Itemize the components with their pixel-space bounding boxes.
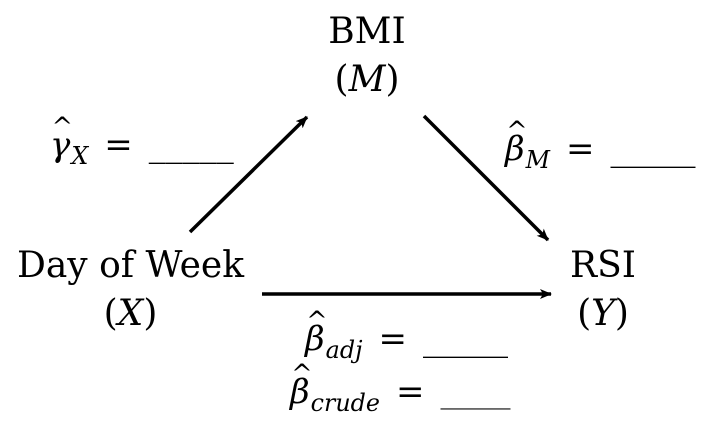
gamma-value-blank: _____: [148, 125, 234, 165]
beta-crude-equals: =: [396, 372, 425, 412]
outcome-symbol: (Y): [577, 293, 629, 334]
beta-adj-estimate: β adj = _____: [305, 319, 508, 362]
outcome-node: RSI (Y): [550, 248, 656, 332]
gamma-subscript: X: [71, 141, 89, 170]
exposure-symbol-letter: X: [117, 293, 144, 334]
beta-m-estimate: β M = _____: [505, 129, 696, 172]
exposure-node: Day of Week (X): [8, 248, 253, 332]
exposure-symbol: (X): [103, 293, 158, 334]
beta-m-symbol: β: [505, 132, 525, 166]
outcome-name: RSI: [570, 245, 636, 286]
beta-crude-subscript: crude: [310, 388, 381, 417]
beta-crude-value-blank: _____: [440, 377, 511, 410]
mediator-symbol: (M): [334, 59, 400, 100]
beta-crude-estimate: β crude = _____: [290, 372, 511, 415]
gamma-x-estimate: γ X = _____: [50, 125, 234, 168]
arrow-x-to-m: [188, 115, 309, 234]
beta-adj-subscript: adj: [325, 335, 363, 364]
beta-adj-value-blank: _____: [422, 319, 508, 359]
exposure-name: Day of Week: [16, 245, 245, 286]
beta-m-subscript: M: [525, 145, 551, 174]
mediator-name: BMI: [328, 11, 406, 52]
beta-adj-equals: =: [378, 319, 407, 359]
beta-m-value-blank: _____: [610, 129, 696, 169]
arrow-m-to-y: [422, 114, 550, 242]
beta-adj-symbol: β: [305, 322, 325, 356]
outcome-symbol-letter: Y: [591, 293, 615, 334]
mediator-node: BMI (M): [300, 14, 434, 98]
gamma-symbol: γ: [50, 128, 70, 162]
beta-crude-symbol: β: [290, 375, 310, 409]
gamma-equals: =: [104, 125, 133, 165]
beta-m-equals: =: [566, 129, 595, 169]
mediator-symbol-letter: M: [348, 59, 386, 100]
